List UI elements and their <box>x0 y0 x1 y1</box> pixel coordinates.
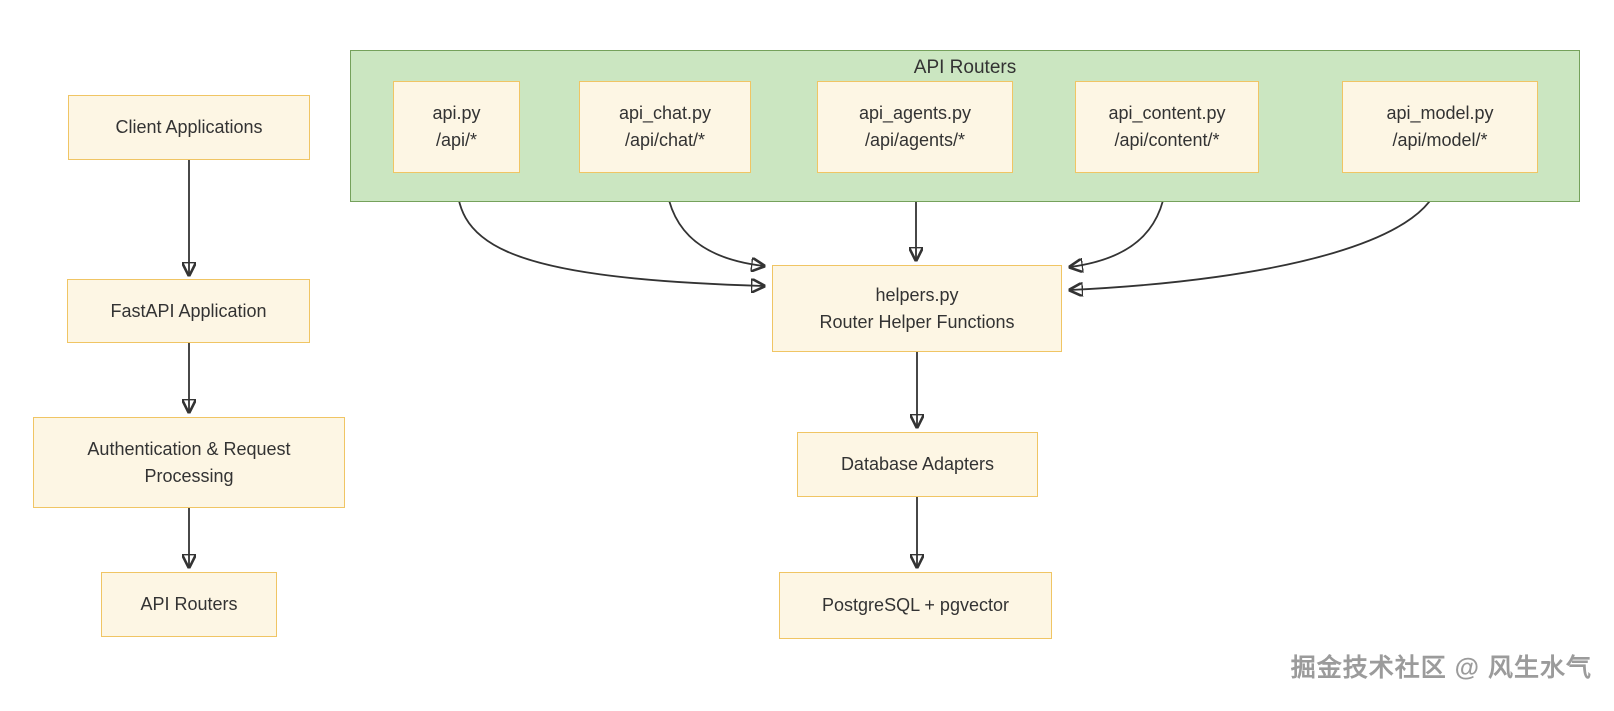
node-client-applications: Client Applications <box>68 95 310 160</box>
node-database-adapters-label: Database Adapters <box>840 454 995 474</box>
node-fastapi-application: FastAPI Application <box>67 279 310 343</box>
node-api-content-py-route: /api/content/* <box>1114 130 1220 150</box>
node-helpers-py-file: helpers.py <box>875 284 959 305</box>
node-fastapi-application-label: FastAPI Application <box>110 300 267 321</box>
node-helpers-py: helpers.py Router Helper Functions <box>772 265 1062 352</box>
api-routers-group-title: API Routers <box>913 57 1017 78</box>
node-api-model-py-file: api_model.py <box>1386 103 1494 123</box>
node-database-adapters: Database Adapters <box>797 432 1038 497</box>
node-api-content-py: api_content.py /api/content/* <box>1075 81 1259 173</box>
node-api-routers: API Routers <box>101 572 277 637</box>
node-helpers-py-desc: Router Helper Functions <box>819 311 1015 332</box>
node-api-py: api.py /api/* <box>393 81 520 173</box>
node-api-routers-label: API Routers <box>140 594 238 614</box>
node-client-applications-label: Client Applications <box>115 117 263 137</box>
node-auth-request-processing-label: Authentication & Request Processing <box>87 438 291 486</box>
node-api-chat-py-file: api_chat.py <box>618 103 712 123</box>
node-api-agents-py-file: api_agents.py <box>858 103 972 123</box>
node-auth-request-processing: Authentication & Request Processing <box>33 417 345 508</box>
node-postgresql-pgvector-label: PostgreSQL + pgvector <box>822 595 1009 615</box>
juejin-watermark: 掘金技术社区 @ 风生水气 <box>1290 654 1592 682</box>
node-api-py-file: api.py <box>432 103 481 123</box>
node-api-py-route: /api/* <box>435 130 478 150</box>
node-api-model-py: api_model.py /api/model/* <box>1342 81 1538 173</box>
node-api-chat-py-route: /api/chat/* <box>624 130 706 150</box>
node-api-content-py-file: api_content.py <box>1108 103 1226 123</box>
node-api-chat-py: api_chat.py /api/chat/* <box>579 81 751 173</box>
node-api-model-py-route: /api/model/* <box>1392 130 1488 150</box>
node-postgresql-pgvector: PostgreSQL + pgvector <box>779 572 1052 639</box>
node-api-agents-py-route: /api/agents/* <box>864 130 966 150</box>
node-api-agents-py: api_agents.py /api/agents/* <box>817 81 1013 173</box>
